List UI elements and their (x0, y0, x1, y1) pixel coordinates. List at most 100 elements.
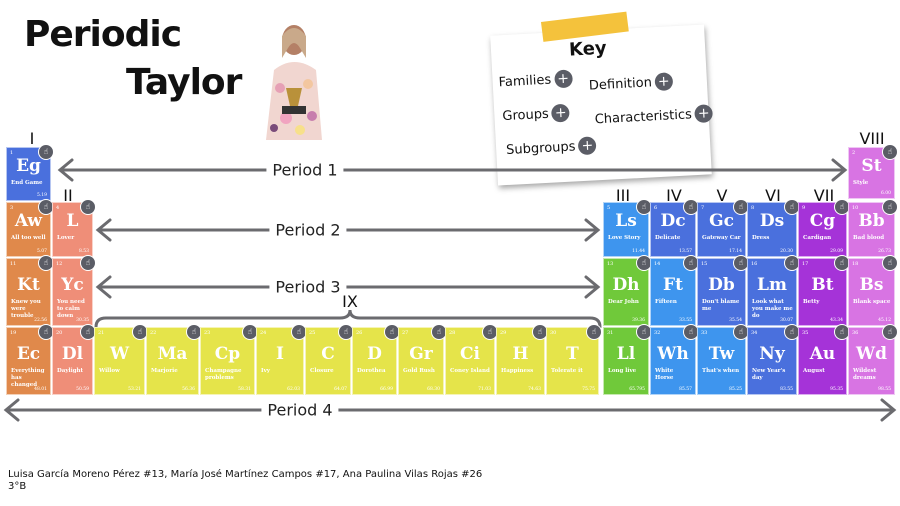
hand-pointer-icon[interactable]: ☝ (80, 199, 96, 215)
period-2-arrow (95, 218, 601, 242)
atomic-number: 30 (550, 330, 557, 336)
atomic-number: 22 (150, 330, 157, 336)
element-cell-ec[interactable]: 19 Ec Everything has changed 48.01 ☝ (6, 324, 54, 395)
element-name: Ivy (261, 368, 270, 374)
element-cell-c[interactable]: 25 C Closure 64.07 ☝ (305, 324, 354, 395)
atomic-number: 31 (607, 330, 614, 336)
element-cell-ci[interactable]: 28 Ci Coney Island 71.03 ☝ (445, 324, 498, 395)
element-name: Bad blood (853, 235, 885, 241)
hand-pointer-icon[interactable]: ☝ (636, 255, 652, 271)
atomic-mass: 26.73 (878, 249, 891, 254)
atomic-number: 18 (852, 261, 859, 267)
element-cell-st[interactable]: 2 St Style 6.00 ☝ (848, 144, 898, 199)
hand-pointer-icon[interactable]: ☝ (80, 255, 96, 271)
element-name: Style (853, 180, 869, 186)
element-cell-w[interactable]: 21 W Willow 53.21 ☝ (94, 324, 148, 395)
atomic-number: 13 (607, 261, 614, 267)
hand-pointer-icon[interactable]: ☝ (586, 324, 602, 340)
atomic-mass: 95.35 (830, 387, 843, 392)
hand-pointer-icon[interactable]: ☝ (186, 324, 202, 340)
atomic-mass: 65.795 (629, 387, 645, 392)
atomic-number: 33 (701, 330, 708, 336)
element-cell-bb[interactable]: 10 Bb Bad blood 26.73 ☝ (848, 199, 898, 257)
hand-pointer-icon[interactable]: ☝ (882, 324, 898, 340)
footer-group: 3°B (8, 481, 27, 492)
element-cell-t[interactable]: 30 T Tolerate it 75.75 ☝ (546, 324, 602, 395)
element-name: You need to calm down (57, 299, 85, 319)
element-symbol: Ft (663, 275, 683, 295)
element-symbol: Tw (708, 344, 735, 364)
element-symbol: Ci (460, 344, 480, 364)
element-cell-gc[interactable]: 7 Gc Gateway Car 17.14 ☝ (697, 199, 749, 257)
element-symbol: Bb (858, 211, 885, 231)
hand-pointer-icon[interactable]: ☝ (784, 199, 800, 215)
element-cell-wd[interactable]: 36 Wd Wildest dreams 98.55 ☝ (848, 324, 898, 395)
element-cell-h[interactable]: 29 H Happiness 74.63 ☝ (496, 324, 548, 395)
element-name: Champagne problems (205, 368, 242, 381)
element-symbol: Wh (657, 344, 689, 364)
element-cell-dl[interactable]: 20 Dl Daylight 50.59 ☝ (52, 324, 96, 395)
element-cell-l[interactable]: 4 L Lover 8.53 ☝ (52, 199, 96, 257)
element-symbol: Dh (612, 275, 640, 295)
element-cell-ls[interactable]: 5 Ls Love Story 11.44 ☝ (603, 199, 652, 257)
atomic-number: 16 (751, 261, 758, 267)
element-cell-dh[interactable]: 13 Dh Dear John 39.36 ☝ (603, 255, 652, 326)
element-cell-cg[interactable]: 9 Cg Cardigan 29.09 ☝ (798, 199, 850, 257)
atomic-mass: 74.63 (528, 387, 541, 392)
element-cell-ma[interactable]: 22 Ma Marjorie 56.36 ☝ (146, 324, 202, 395)
element-symbol: W (109, 344, 130, 364)
element-name: Don't blame me (702, 299, 740, 312)
element-cell-au[interactable]: 35 Au August 95.35 ☝ (798, 324, 850, 395)
element-symbol: T (566, 344, 579, 364)
hand-pointer-icon[interactable]: ☝ (431, 324, 447, 340)
element-name: Long live (608, 368, 637, 374)
element-symbol: Cp (214, 344, 241, 364)
element-symbol: Bt (811, 275, 834, 295)
element-name: Look what you make me do (752, 299, 793, 319)
element-cell-eg[interactable]: 1 Eg End Game 5.19 ☝ (6, 144, 54, 201)
atomic-mass: 30.35 (76, 318, 89, 323)
element-cell-ft[interactable]: 14 Ft Fifteen 33.55 ☝ (650, 255, 699, 326)
atomic-mass: 20.30 (780, 249, 793, 254)
element-cell-tw[interactable]: 33 Tw That's when 85.25 ☝ (697, 324, 749, 395)
element-cell-ds[interactable]: 8 Ds Dress 20.30 ☝ (747, 199, 800, 257)
element-name: Gold Rush (403, 368, 435, 374)
element-cell-bt[interactable]: 17 Bt Betty 43.34 ☝ (798, 255, 850, 326)
element-cell-ll[interactable]: 31 Ll Long live 65.795 ☝ (603, 324, 652, 395)
period-3-label: Period 3 (269, 277, 347, 297)
element-cell-lm[interactable]: 16 Lm Look what you make me do 30.07 ☝ (747, 255, 800, 326)
element-cell-ny[interactable]: 34 Ny New Year's day 83.55 ☝ (747, 324, 800, 395)
element-cell-yc[interactable]: 12 Yc You need to calm down 30.35 ☝ (52, 255, 96, 326)
element-cell-wh[interactable]: 32 Wh White Horse 85.57 ☝ (650, 324, 699, 395)
element-symbol: Ll (616, 344, 636, 364)
atomic-mass: 58.31 (238, 387, 251, 392)
hand-pointer-icon[interactable]: ☝ (38, 144, 54, 160)
atomic-number: 26 (356, 330, 363, 336)
atomic-number: 24 (260, 330, 267, 336)
element-cell-db[interactable]: 15 Db Don't blame me 35.54 ☝ (697, 255, 749, 326)
element-cell-dc[interactable]: 6 Dc Delicate 13.57 ☝ (650, 199, 699, 257)
element-cell-gr[interactable]: 27 Gr Gold Rush 68.30 ☝ (398, 324, 447, 395)
hand-pointer-icon[interactable]: ☝ (242, 324, 258, 340)
group-ix-label: IX (342, 292, 358, 311)
period-4-label: Period 4 (261, 400, 339, 420)
element-name: Love Story (608, 235, 641, 241)
hand-pointer-icon[interactable]: ☝ (338, 324, 354, 340)
element-cell-kt[interactable]: 11 Kt Knew you were trouble 22.56 ☝ (6, 255, 54, 326)
hand-pointer-icon[interactable]: ☝ (882, 255, 898, 271)
hand-pointer-icon[interactable]: ☝ (882, 199, 898, 215)
element-cell-aw[interactable]: 3 Aw All too well 5.07 ☝ (6, 199, 54, 257)
element-cell-i[interactable]: 24 I Ivy 62.03 ☝ (256, 324, 307, 395)
hand-pointer-icon[interactable]: ☝ (882, 144, 898, 160)
footer-authors: Luisa García Moreno Pérez #13, María Jos… (8, 469, 483, 480)
atomic-number: 36 (852, 330, 859, 336)
element-name: That's when (702, 368, 740, 374)
element-cell-d[interactable]: 26 D Dorothea 66.99 ☝ (352, 324, 400, 395)
atomic-mass: 35.54 (729, 318, 742, 323)
element-name: Marjorie (151, 368, 178, 374)
element-name: Everything has changed (11, 368, 45, 388)
element-cell-cp[interactable]: 23 Cp Champagne problems 58.31 ☝ (200, 324, 258, 395)
element-cell-bs[interactable]: 18 Bs Blank space 45.12 ☝ (848, 255, 898, 326)
atomic-number: 35 (802, 330, 809, 336)
atomic-number: 15 (701, 261, 708, 267)
